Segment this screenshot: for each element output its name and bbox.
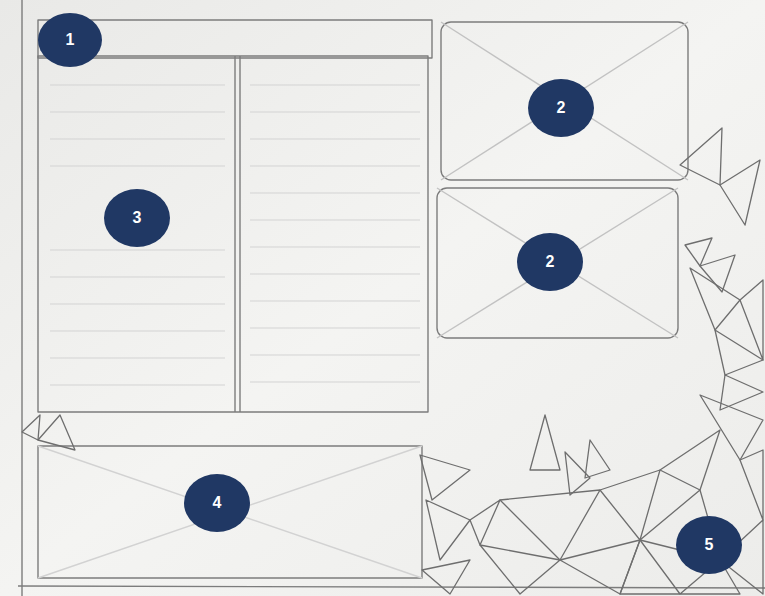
callout-number: 2 — [557, 100, 566, 116]
callout-number: 5 — [705, 537, 714, 553]
callout-number: 1 — [66, 32, 75, 48]
callout-badge: 4 — [184, 474, 250, 532]
callout-badge: 5 — [676, 516, 742, 574]
callout-number: 4 — [213, 495, 222, 511]
callout-badge: 2 — [528, 79, 594, 137]
callout-number: 2 — [546, 254, 555, 270]
callout-badge: 3 — [104, 189, 170, 247]
callout-badge: 2 — [517, 233, 583, 291]
callout-badge: 1 — [38, 13, 102, 67]
callout-number: 3 — [133, 210, 142, 226]
